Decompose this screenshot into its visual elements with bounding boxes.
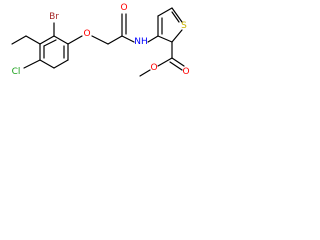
bond (139, 69, 151, 77)
amide-nitrogen-label: NH (134, 37, 148, 47)
atom-labels: Br Cl O O NH S O O (12, 3, 190, 77)
structure-diagram: Br Cl O O NH S O O (11, 3, 190, 77)
amide-oxygen-label: O (120, 3, 127, 13)
bond (171, 11, 180, 23)
bond (147, 35, 159, 43)
bond (171, 7, 183, 23)
bond (169, 61, 183, 71)
bonds (11, 7, 185, 77)
bond (25, 35, 41, 45)
bond (43, 39, 57, 47)
bond (157, 7, 173, 17)
thiophene-sulfur-label: S (181, 21, 187, 31)
bond (67, 35, 83, 45)
ether-oxygen-label: O (83, 29, 90, 39)
bond (39, 35, 55, 45)
bond (91, 35, 109, 45)
bond (171, 29, 183, 43)
carbonyl-oxygen-label: O (182, 67, 189, 77)
bond (23, 59, 41, 69)
bromine-label: Br (49, 12, 59, 22)
bond (157, 35, 173, 43)
bond (39, 59, 55, 69)
bond (53, 35, 69, 45)
chlorine-label: Cl (12, 67, 21, 77)
methoxy-oxygen-label: O (150, 63, 157, 73)
bond (121, 35, 135, 43)
bond (171, 57, 185, 67)
bond (11, 35, 27, 45)
bond (53, 59, 69, 69)
bond (157, 57, 173, 67)
bond (107, 35, 123, 45)
